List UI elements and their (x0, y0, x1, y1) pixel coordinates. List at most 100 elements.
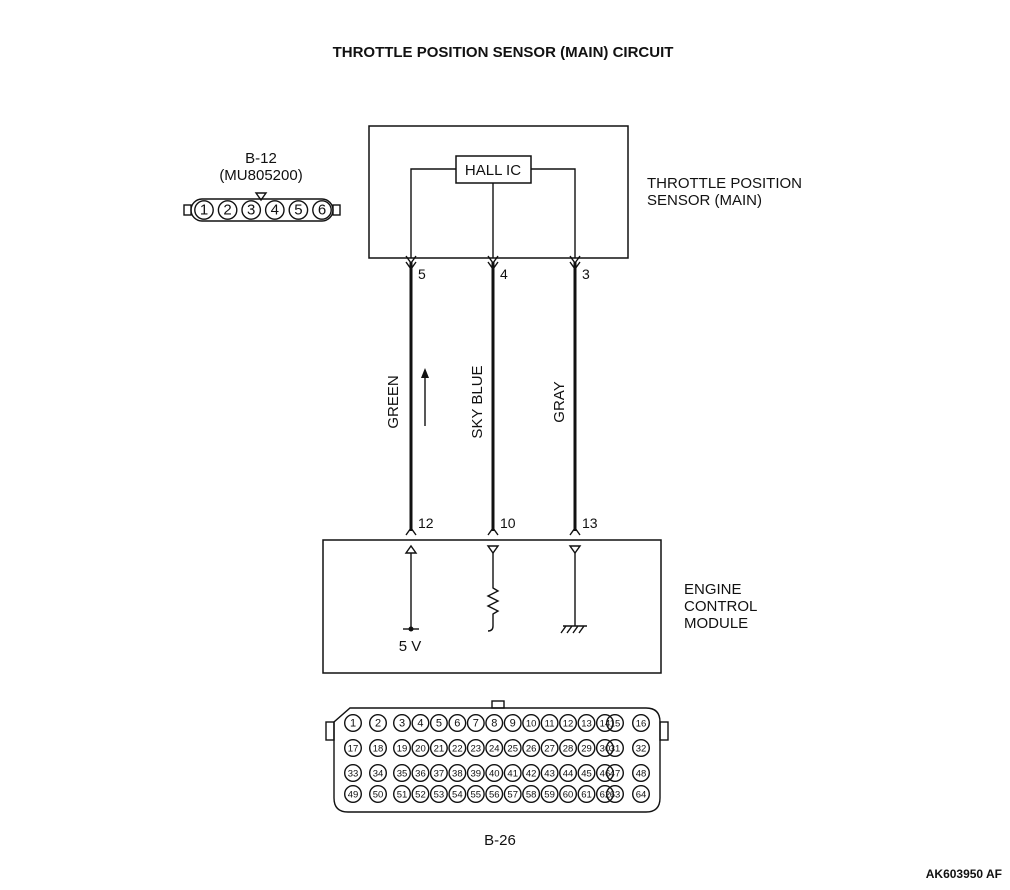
ecm-connector-pin (522, 764, 541, 783)
ecm-connector-pin (393, 785, 412, 804)
ecm-5v-supply: 5 V (399, 544, 422, 655)
ecm-connector-pin (522, 714, 541, 733)
ground-icon (560, 625, 587, 634)
wire-gray: 3 13 GRAY (551, 255, 598, 536)
sensor-name-line1: THROTTLE POSITION (647, 175, 802, 192)
ecm-connector-pin (369, 764, 388, 783)
sensor-connector-pin (264, 200, 285, 220)
ecm-ground-circuit (560, 545, 587, 634)
ecm-connector-pin (448, 714, 467, 733)
wire-green: 5 12 GREEN (385, 255, 434, 536)
ecm-connector-pin (540, 739, 559, 758)
ecm-connector-pin (632, 785, 651, 804)
sensor-connector-pin (217, 200, 238, 220)
ecm-connector-pin-label: 32 (636, 744, 647, 755)
ecm-connector-pin (503, 714, 522, 733)
input-terminal-icon (568, 545, 582, 555)
ecm-connector-pin (559, 764, 578, 783)
sensor-connector-pin-label: 6 (318, 202, 326, 219)
ecm-connector-pin-label: 37 (434, 769, 445, 780)
wire-color-label-gray: GRAY (551, 381, 568, 422)
throttle-position-sensor-box (368, 125, 629, 259)
ecm-connector-pin (632, 739, 651, 758)
ecm-connector-pin-label: 50 (373, 790, 384, 801)
ecm-connector-pin (522, 739, 541, 758)
ecm-connector-pin-label: 58 (526, 790, 537, 801)
ecm-connector-pin-label: 61 (581, 790, 592, 801)
ecm-connector-pin (344, 764, 363, 783)
ecm-connector-pin (411, 785, 430, 804)
ecm-connector-pin (393, 714, 412, 733)
ecm-connector-pin (606, 714, 625, 733)
ecm-connector-pin-label: 43 (544, 769, 555, 780)
ecm-pin-label-13: 13 (582, 515, 598, 531)
ecm-connector-pin (503, 785, 522, 804)
ecm-connector-pin (369, 785, 388, 804)
sensor-connector-pin (241, 200, 262, 220)
ecm-connector-pin-label: 30 (600, 744, 611, 755)
ecm-connector-pin-label: 19 (397, 744, 408, 755)
ecm-connector-pin (485, 739, 504, 758)
sensor-name-line2: SENSOR (MAIN) (647, 192, 762, 209)
ecm-connector-pin-label: 17 (348, 744, 359, 755)
ecm-connector-pin (466, 785, 485, 804)
ecm-connector-pin (411, 739, 430, 758)
ecm-connector-pin (448, 739, 467, 758)
ecm-connector-pin-label: 31 (610, 744, 621, 755)
ecm-connector-pin-label: 49 (348, 790, 359, 801)
terminal-chevron-icon (569, 526, 581, 536)
ecm-connector-pin (577, 785, 596, 804)
sensor-connector-part-number: (MU805200) (219, 167, 302, 184)
ecm-connector-pin-label: 42 (526, 769, 537, 780)
ecm-connector-pin (606, 785, 625, 804)
ecm-connector-pin (393, 739, 412, 758)
ecm-connector-pin-label: 64 (636, 790, 647, 801)
ecm-connector-pin (485, 764, 504, 783)
ecm-pin-label-12: 12 (418, 515, 434, 531)
ecm-connector-pin-label: 14 (600, 719, 611, 730)
ecm-connector-pin-label: 63 (610, 790, 621, 801)
ecm-connector-pin-label: 27 (544, 744, 555, 755)
ecm-connector-pin-label: 39 (471, 769, 482, 780)
ecm-connector-pin (369, 739, 388, 758)
sensor-connector-pin-label: 1 (200, 202, 208, 219)
ecm-connector-pin-label: 7 (473, 718, 479, 730)
ecm-connector-pin-label: 51 (397, 790, 408, 801)
ecm-connector-pin-label: 54 (452, 790, 463, 801)
ecm-connector-pin-label: 5 (436, 718, 442, 730)
hall-ic-label: HALL IC (465, 162, 521, 179)
ecm-resistor-circuit (486, 545, 500, 632)
ecm-connector-pin-label: 4 (417, 718, 423, 730)
connector-body (190, 198, 334, 222)
ecm-connector-pin (429, 764, 448, 783)
ecm-connector-pin-label: 13 (581, 719, 592, 730)
ecm-connector-pin-label: 44 (563, 769, 574, 780)
ecm-connector-pin-label: 3 (399, 718, 405, 730)
ecm-connector-pin (429, 739, 448, 758)
ecm-connector-pin-label: 28 (563, 744, 574, 755)
sensor-pin-label-5: 5 (418, 266, 426, 282)
ecm-connector-pin-label: 35 (397, 769, 408, 780)
terminal-chevron-icon (487, 526, 499, 536)
ecm-connector-pin-label: 53 (434, 790, 445, 801)
sensor-connector-id: B-12 (245, 150, 277, 167)
engine-control-module-box (322, 539, 662, 674)
ecm-connector-pin (411, 764, 430, 783)
ecm-connector-pin-label: 9 (510, 718, 516, 730)
ecm-connector-pin (540, 764, 559, 783)
ecm-connector-pin (559, 714, 578, 733)
ecm-connector-pin (559, 739, 578, 758)
internal-lead-pin3 (531, 168, 576, 258)
ecm-connector-pin (344, 739, 363, 758)
ecm-name-line1: ENGINE (684, 581, 742, 598)
ecm-connector-pin (540, 714, 559, 733)
connector-right-tab (332, 204, 341, 216)
supply-voltage-label: 5 V (399, 638, 422, 655)
ecm-connector-pin-label: 20 (415, 744, 426, 755)
figure-code: AK603950 AF (926, 867, 1002, 881)
ecm-connector-pin (344, 785, 363, 804)
ecm-pin-label-10: 10 (500, 515, 516, 531)
